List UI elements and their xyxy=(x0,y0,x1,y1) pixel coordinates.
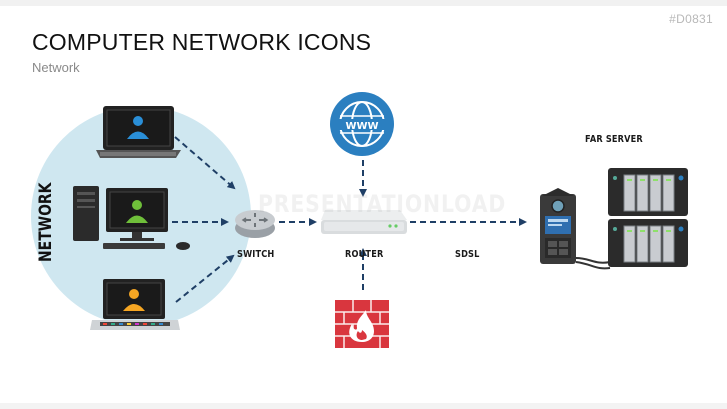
slide-title: COMPUTER NETWORK ICONS xyxy=(32,29,372,55)
notebook-icon xyxy=(90,279,180,330)
switch-icon xyxy=(235,210,275,238)
bottom-bar xyxy=(0,403,727,409)
top-bar xyxy=(0,0,727,6)
slide-code: #D0831 xyxy=(669,12,713,26)
intercom-panel-icon xyxy=(540,188,611,270)
globe-www-text: WWW xyxy=(345,121,378,132)
server-rack-icon xyxy=(608,168,688,267)
firewall-icon xyxy=(335,300,389,348)
laptop-icon xyxy=(96,106,181,158)
arrow-laptop-to-switch xyxy=(174,136,236,190)
slide-subtitle: Network xyxy=(32,60,80,75)
arrow-notebook-to-switch xyxy=(175,254,235,303)
network-label: NETWORK xyxy=(36,182,56,262)
switch-label: SWITCH xyxy=(237,249,275,260)
globe-icon: WWW xyxy=(330,92,394,156)
far-server-label: FAR SERVER xyxy=(585,134,643,145)
sdsl-label: SDSL xyxy=(455,249,480,260)
router-icon xyxy=(321,210,407,234)
router-label: ROUTER xyxy=(345,249,384,260)
desktop-computer-icon xyxy=(73,186,190,250)
watermark: PRESENTATIONLOAD xyxy=(258,190,507,218)
